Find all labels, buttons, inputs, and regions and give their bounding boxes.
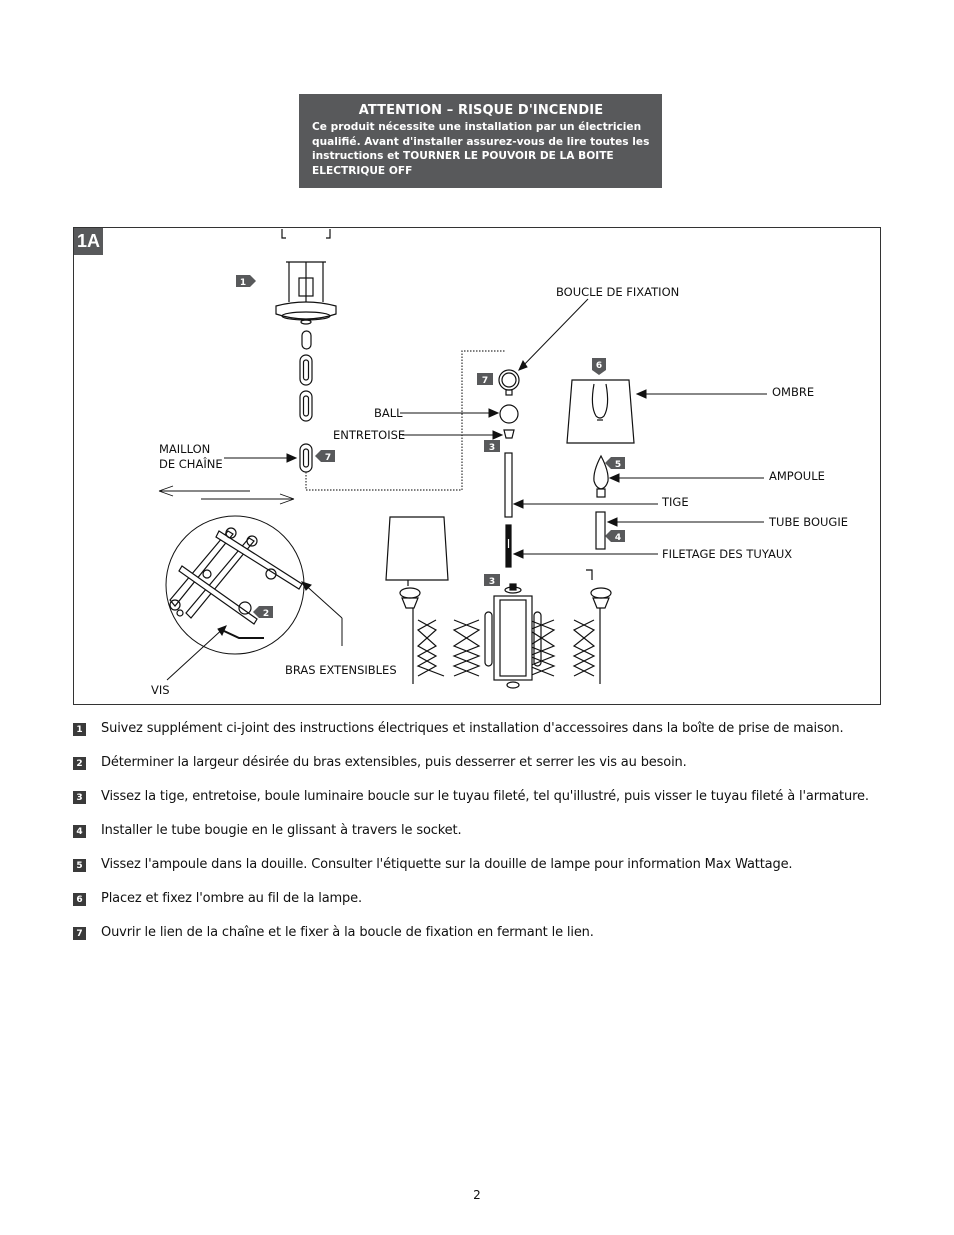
assembly-drawing: 1 2 3 3 4 5 6 7 7 bbox=[158, 229, 767, 689]
label-tube-bougie: TUBE BOUGIE bbox=[769, 515, 848, 529]
assembly-diagram: 1 2 3 3 4 5 6 7 7 1A BOUCLE DE FIXATION … bbox=[73, 227, 881, 705]
label-maillon-2: DE CHAÎNE bbox=[159, 457, 223, 471]
step-number: 7 bbox=[73, 927, 86, 940]
step-item: 5 Vissez l'ampoule dans la douille. Cons… bbox=[73, 856, 893, 890]
callout-1-text: 1 bbox=[240, 278, 246, 288]
callout-5-tag bbox=[605, 457, 625, 469]
stem-icon bbox=[504, 452, 513, 518]
callout-7a-tag bbox=[477, 373, 493, 385]
page-number: 2 bbox=[473, 1188, 481, 1202]
warning-body: Ce produit nécessite une installation pa… bbox=[312, 120, 650, 178]
step-item: 6 Placez et fixez l'ombre au fil de la l… bbox=[73, 890, 893, 924]
callout-2-tag bbox=[253, 606, 273, 618]
label-maillon-1: MAILLON bbox=[159, 442, 211, 456]
callout-6-tag bbox=[592, 358, 606, 375]
canopy-icon bbox=[275, 261, 337, 325]
step-text: Ouvrir le lien de la chaîne et le fixer … bbox=[101, 925, 594, 940]
callout-5-text: 5 bbox=[615, 460, 621, 470]
fire-warning-box: ATTENTION – RISQUE D'INCENDIE Ce produit… bbox=[299, 94, 662, 188]
shade-icon bbox=[566, 379, 635, 444]
warning-line: qualifié. Avant d'installer assurez-vous… bbox=[312, 135, 650, 148]
callout-2-text: 2 bbox=[263, 609, 269, 619]
callout-6-text: 6 bbox=[596, 361, 602, 371]
scissor-arm-detail bbox=[165, 515, 305, 655]
bulb-icon bbox=[593, 454, 609, 490]
callout-7b-text: 7 bbox=[325, 453, 331, 463]
step-text: Vissez la tige, entretoise, boule lumina… bbox=[101, 789, 869, 804]
step-text: Installer le tube bougie en le glissant … bbox=[101, 823, 462, 838]
step-number: 5 bbox=[73, 859, 86, 872]
chain-icon bbox=[299, 330, 313, 473]
label-entretoise: ENTRETOISE bbox=[333, 428, 406, 442]
step-number: 4 bbox=[73, 825, 86, 838]
warning-line: instructions et TOURNER LE POUVOIR DE LA… bbox=[312, 150, 614, 163]
callout-3b-text: 3 bbox=[489, 577, 495, 587]
step-text: Placez et fixez l'ombre au fil de la lam… bbox=[101, 891, 362, 906]
label-bras: BRAS EXTENSIBLES bbox=[285, 663, 397, 677]
step-number: 1 bbox=[73, 723, 86, 736]
sconce-body-icon bbox=[385, 516, 612, 689]
label-tige: TIGE bbox=[662, 495, 689, 509]
callout-3a-text: 3 bbox=[489, 443, 495, 453]
label-filetage: FILETAGE DES TUYAUX bbox=[662, 547, 793, 561]
ball-icon bbox=[499, 404, 519, 424]
figure-label: 1A bbox=[74, 228, 103, 255]
warning-line: ELECTRIQUE OFF bbox=[312, 164, 413, 177]
callout-1-tag bbox=[236, 275, 256, 287]
step-item: 1 Suivez supplément ci-joint des instruc… bbox=[73, 720, 893, 754]
label-vis: VIS bbox=[151, 683, 170, 697]
step-text: Vissez l'ampoule dans la douille. Consul… bbox=[101, 857, 793, 872]
instruction-steps: 1 Suivez supplément ci-joint des instruc… bbox=[73, 720, 893, 958]
callout-4-text: 4 bbox=[615, 533, 621, 543]
step-text: Déterminer la largeur désirée du bras ex… bbox=[101, 755, 687, 770]
step-number: 3 bbox=[73, 791, 86, 804]
step-item: 2 Déterminer la largeur désirée du bras … bbox=[73, 754, 893, 788]
warning-line: Ce produit nécessite une installation pa… bbox=[312, 121, 642, 133]
callout-3a-tag bbox=[484, 440, 500, 452]
callout-3b-tag bbox=[484, 574, 500, 586]
spacer-icon bbox=[503, 429, 515, 439]
label-boucle: BOUCLE DE FIXATION bbox=[556, 285, 680, 299]
callout-7a-text: 7 bbox=[482, 376, 488, 386]
callout-4-tag bbox=[605, 530, 625, 542]
candle-tube-icon bbox=[595, 511, 606, 550]
label-ombre: OMBRE bbox=[772, 385, 815, 399]
ceiling-bracket bbox=[281, 229, 331, 239]
step-item: 3 Vissez la tige, entretoise, boule lumi… bbox=[73, 788, 893, 822]
step-text: Suivez supplément ci-joint des instructi… bbox=[101, 721, 844, 736]
step-item: 7 Ouvrir le lien de la chaîne et le fixe… bbox=[73, 924, 893, 958]
step-number: 6 bbox=[73, 893, 86, 906]
label-ampoule: AMPOULE bbox=[769, 469, 825, 483]
step-item: 4 Installer le tube bougie en le glissan… bbox=[73, 822, 893, 856]
warning-title: ATTENTION – RISQUE D'INCENDIE bbox=[358, 103, 604, 118]
step-number: 2 bbox=[73, 757, 86, 770]
label-ball: BALL bbox=[374, 406, 403, 420]
callout-7b-tag bbox=[315, 450, 335, 462]
